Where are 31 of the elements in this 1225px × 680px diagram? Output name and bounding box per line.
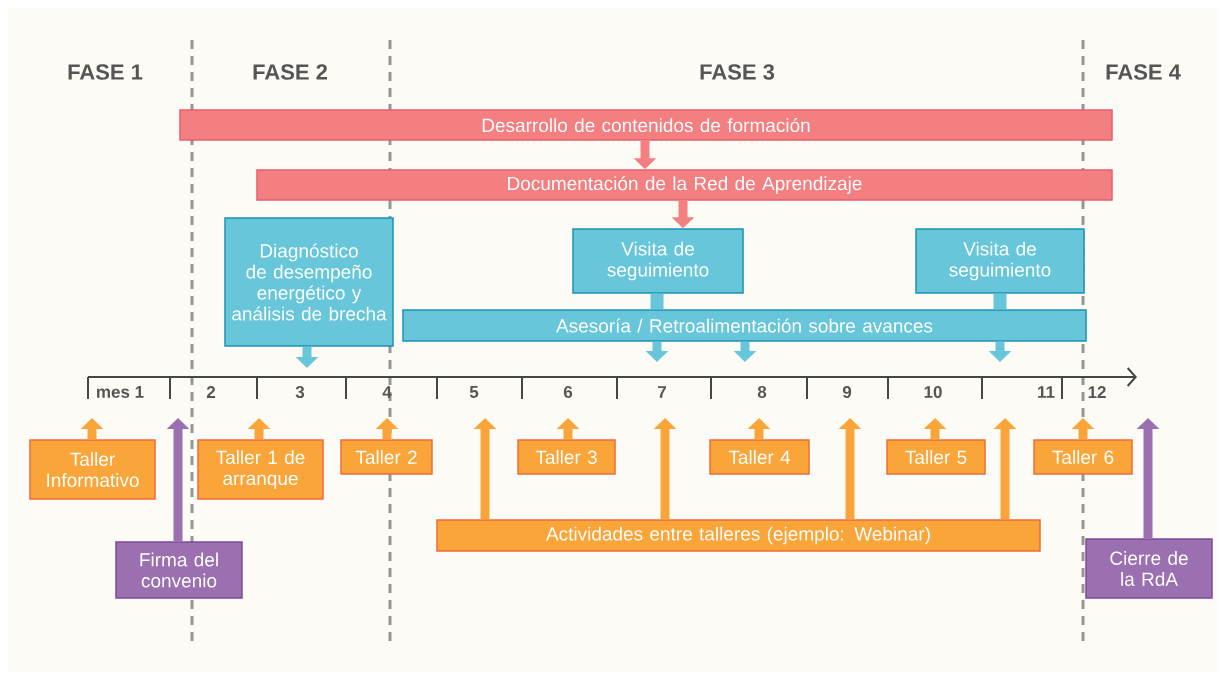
milestone-box: Firma del convenio: [115, 541, 243, 599]
timeline-bar: Desarrollo de contenidos de formación: [179, 109, 1113, 141]
month-label: 6: [563, 386, 573, 399]
workshop-box: Taller 2: [340, 439, 433, 475]
month-label: 11: [1038, 386, 1055, 398]
month-label: 4: [382, 386, 392, 398]
workshop-box: Taller 4: [709, 439, 810, 475]
month-label: 8: [757, 386, 767, 399]
month-label: mes 1: [97, 386, 144, 398]
workshop-box: Taller Informativo: [29, 439, 156, 500]
milestone-box: Cierre de la RdA: [1085, 538, 1213, 599]
month-label: 12: [1088, 386, 1106, 398]
month-label: 10: [924, 386, 942, 399]
phase-label: FASE 4: [1106, 64, 1181, 80]
phase-label: FASE 1: [68, 64, 143, 80]
month-label: 5: [469, 386, 479, 398]
month-label: 7: [658, 386, 666, 398]
phase-label: FASE 3: [700, 64, 775, 80]
month-label: 3: [295, 385, 305, 399]
workshop-box: Taller 6: [1033, 439, 1133, 475]
timeline-bar: Asesoría / Retroalimentación sobre avances: [402, 309, 1087, 342]
month-label: 2: [206, 386, 216, 398]
activity-box: Diagnóstico de desempeño energético y análisis de brecha: [224, 217, 394, 347]
workshop-box: Taller 1 de arranque: [197, 439, 324, 500]
timeline-bar: Actividades entre talleres (ejemplo: Webinar): [436, 519, 1041, 552]
workshop-box: Taller 5: [886, 439, 986, 475]
workshop-box: Taller 3: [517, 439, 616, 475]
phase-label: FASE 2: [253, 64, 327, 80]
activity-box: Visita de seguimiento: [915, 228, 1085, 294]
month-label: 9: [842, 386, 852, 399]
activity-box: Visita de seguimiento: [572, 228, 744, 294]
